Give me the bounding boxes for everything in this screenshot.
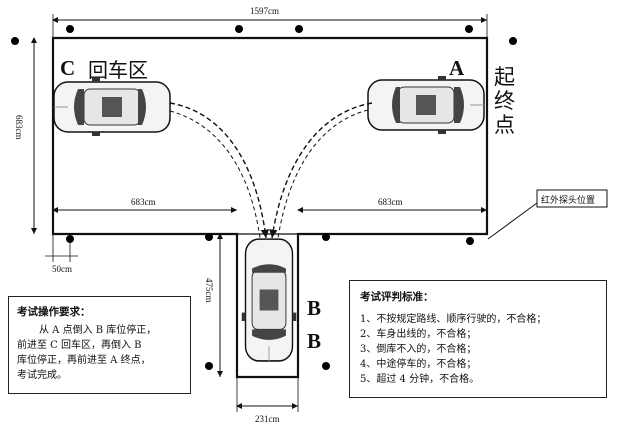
dim-left-segment: 683cm <box>131 197 156 207</box>
sensor-post <box>66 25 74 33</box>
operation-line: 考试完成。 <box>17 370 67 381</box>
start-end-char-2: 终 <box>494 89 515 113</box>
sensor-post <box>205 362 213 370</box>
operation-title: 考试操作要求： <box>17 306 91 318</box>
start-end-char-3: 点 <box>494 113 515 137</box>
sensor-label: 红外探头位置 <box>541 196 596 206</box>
dim-garage-width: 231cm <box>255 414 280 424</box>
dim-top-width: 1597cm <box>250 6 279 16</box>
sensor-post <box>205 233 213 241</box>
operation-line: 库位停正，再前进至 A 终点， <box>17 355 151 366</box>
sensor-post <box>322 362 330 370</box>
car-a <box>367 75 485 135</box>
dim-garage-depth: 475cm <box>204 278 214 303</box>
sensor-post <box>11 37 19 45</box>
sensor-post <box>295 25 303 33</box>
sensor-label-box <box>536 189 608 208</box>
path-c-to-b-inner <box>169 110 261 239</box>
path-a-to-b <box>269 102 373 239</box>
operation-line: 前进至 C 回车区，再倒入 B <box>17 340 142 351</box>
sensor-post <box>466 237 474 245</box>
zone-c-name: 回车区 <box>88 60 148 82</box>
criteria-item: 1、不按规定路线、顺序行驶的，不合格； <box>360 314 547 325</box>
zone-a-letter: A <box>449 56 465 80</box>
start-end-char-1: 起 <box>494 65 515 89</box>
dim-right-segment: 683cm <box>378 197 403 207</box>
criteria-item: 4、中途停车的，不合格； <box>360 359 477 370</box>
sensor-post <box>509 37 517 45</box>
dim-left-height: 683cm <box>14 115 24 140</box>
dim-offset: 50cm <box>52 264 72 274</box>
criteria-item: 3、倒库不入的，不合格； <box>360 344 477 355</box>
sensor-post <box>465 25 473 33</box>
criteria-item: 5、超过 4 分钟，不合格。 <box>360 374 480 385</box>
path-a-to-b-inner <box>277 109 369 239</box>
criteria-item: 2、车身出线的，不合格； <box>360 329 477 340</box>
car-c <box>53 77 171 137</box>
zone-b-lower: B <box>307 329 322 353</box>
sensor-leader-line <box>487 202 538 240</box>
operation-line: 从 A 点倒入 B 库位停正， <box>39 325 157 336</box>
sensor-post <box>322 233 330 241</box>
zone-c-letter: C <box>60 56 76 80</box>
zone-b-upper: B <box>307 296 322 320</box>
path-c-to-b <box>169 102 270 239</box>
sensor-post <box>235 25 243 33</box>
car-b <box>240 238 298 362</box>
criteria-title: 考试评判标准： <box>360 291 434 303</box>
sensor-post <box>66 235 74 243</box>
judging-criteria-box: 考试评判标准： 1、不按规定路线、顺序行驶的，不合格； 2、车身出线的，不合格；… <box>349 280 607 398</box>
operation-requirements-box: 考试操作要求： 从 A 点倒入 B 库位停正， 前进至 C 回车区，再倒入 B … <box>8 296 191 394</box>
sensor-posts <box>11 25 517 370</box>
